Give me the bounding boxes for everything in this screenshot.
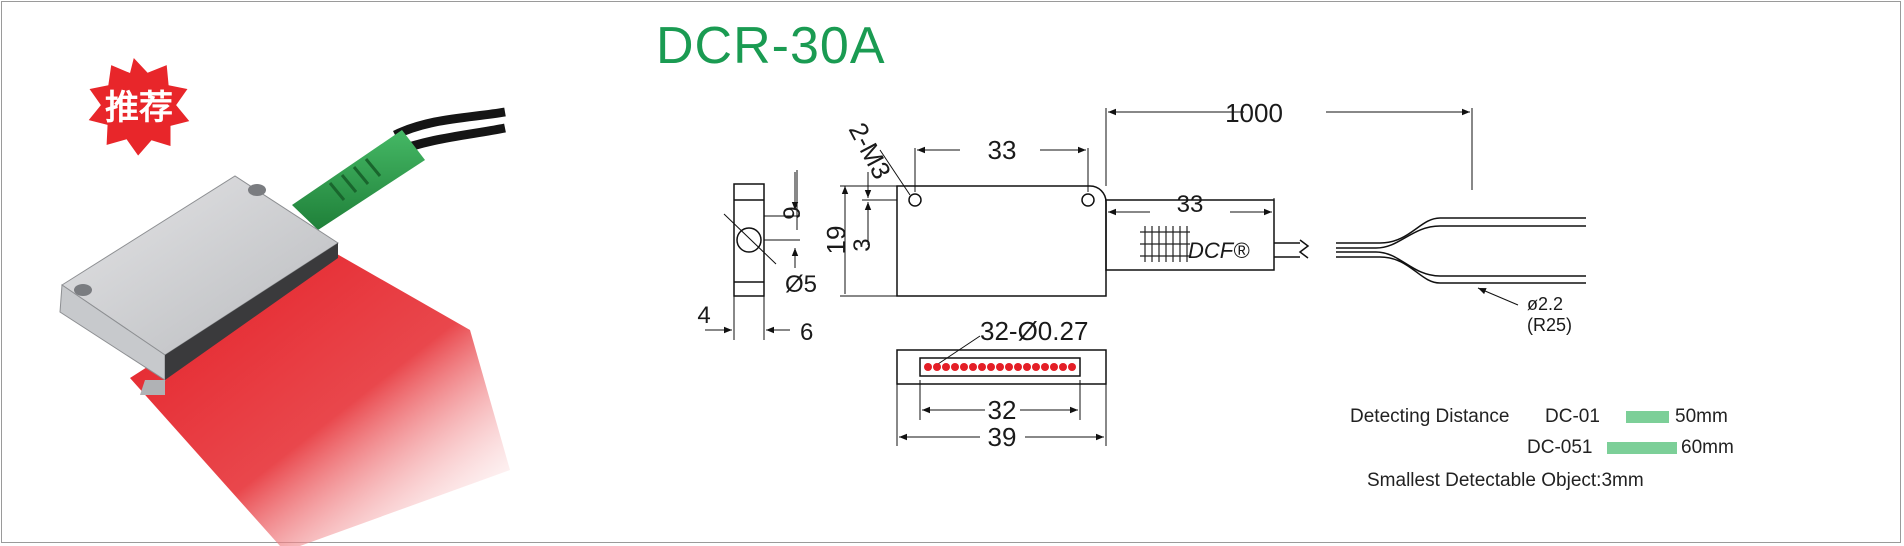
dim-thread: 2-M3	[843, 118, 897, 184]
dim-total-width: 39	[988, 422, 1017, 452]
grip-pattern	[1140, 226, 1190, 262]
dim-side-b: 6	[800, 319, 813, 346]
mount-hole	[74, 284, 92, 296]
dim-side-a: 4	[697, 302, 710, 329]
recommend-badge	[83, 51, 195, 161]
model-title: DCR-30A	[656, 17, 886, 75]
dim-cable-dia: ø2.2	[1527, 294, 1563, 314]
fiber-cable	[393, 107, 506, 140]
dim-bottom-offset: 3	[849, 238, 876, 251]
front-view	[840, 108, 1473, 297]
mount-hole	[248, 184, 266, 196]
dim-hole-pitch: 33	[988, 135, 1017, 165]
fiber-array-view	[896, 335, 1107, 446]
spec-model-2: DC-051	[1527, 437, 1593, 458]
dim-cable-length: 1000	[1225, 98, 1283, 128]
spec-model-1: DC-01	[1545, 406, 1600, 427]
spec-value-1: 50mm	[1675, 406, 1728, 427]
badge-text: 推荐	[105, 89, 173, 127]
dim-fiber-spec: 32-Ø0.27	[980, 316, 1088, 346]
distance-bar-1	[1626, 411, 1669, 423]
spec-label: Detecting Distance	[1350, 406, 1510, 427]
spec-value-2: 60mm	[1681, 437, 1734, 458]
product-photo	[59, 51, 510, 546]
dim-hole-dia: Ø5	[785, 271, 817, 298]
dim-fiber-width: 32	[988, 395, 1017, 425]
dim-cable-section: 33	[1177, 191, 1204, 218]
side-view	[705, 170, 800, 340]
dim-bend-radius: (R25)	[1527, 315, 1572, 335]
fiber-jacket	[292, 130, 425, 230]
distance-bar-2	[1607, 442, 1677, 454]
fiber-dots	[924, 363, 1076, 371]
spec-smallest-object: Smallest Detectable Object:3mm	[1367, 470, 1644, 491]
fiber-split	[1274, 217, 1586, 306]
dim-hole-offset: 9	[779, 206, 806, 219]
brand-mark: DCF®	[1188, 238, 1250, 263]
dim-height: 19	[821, 226, 851, 255]
